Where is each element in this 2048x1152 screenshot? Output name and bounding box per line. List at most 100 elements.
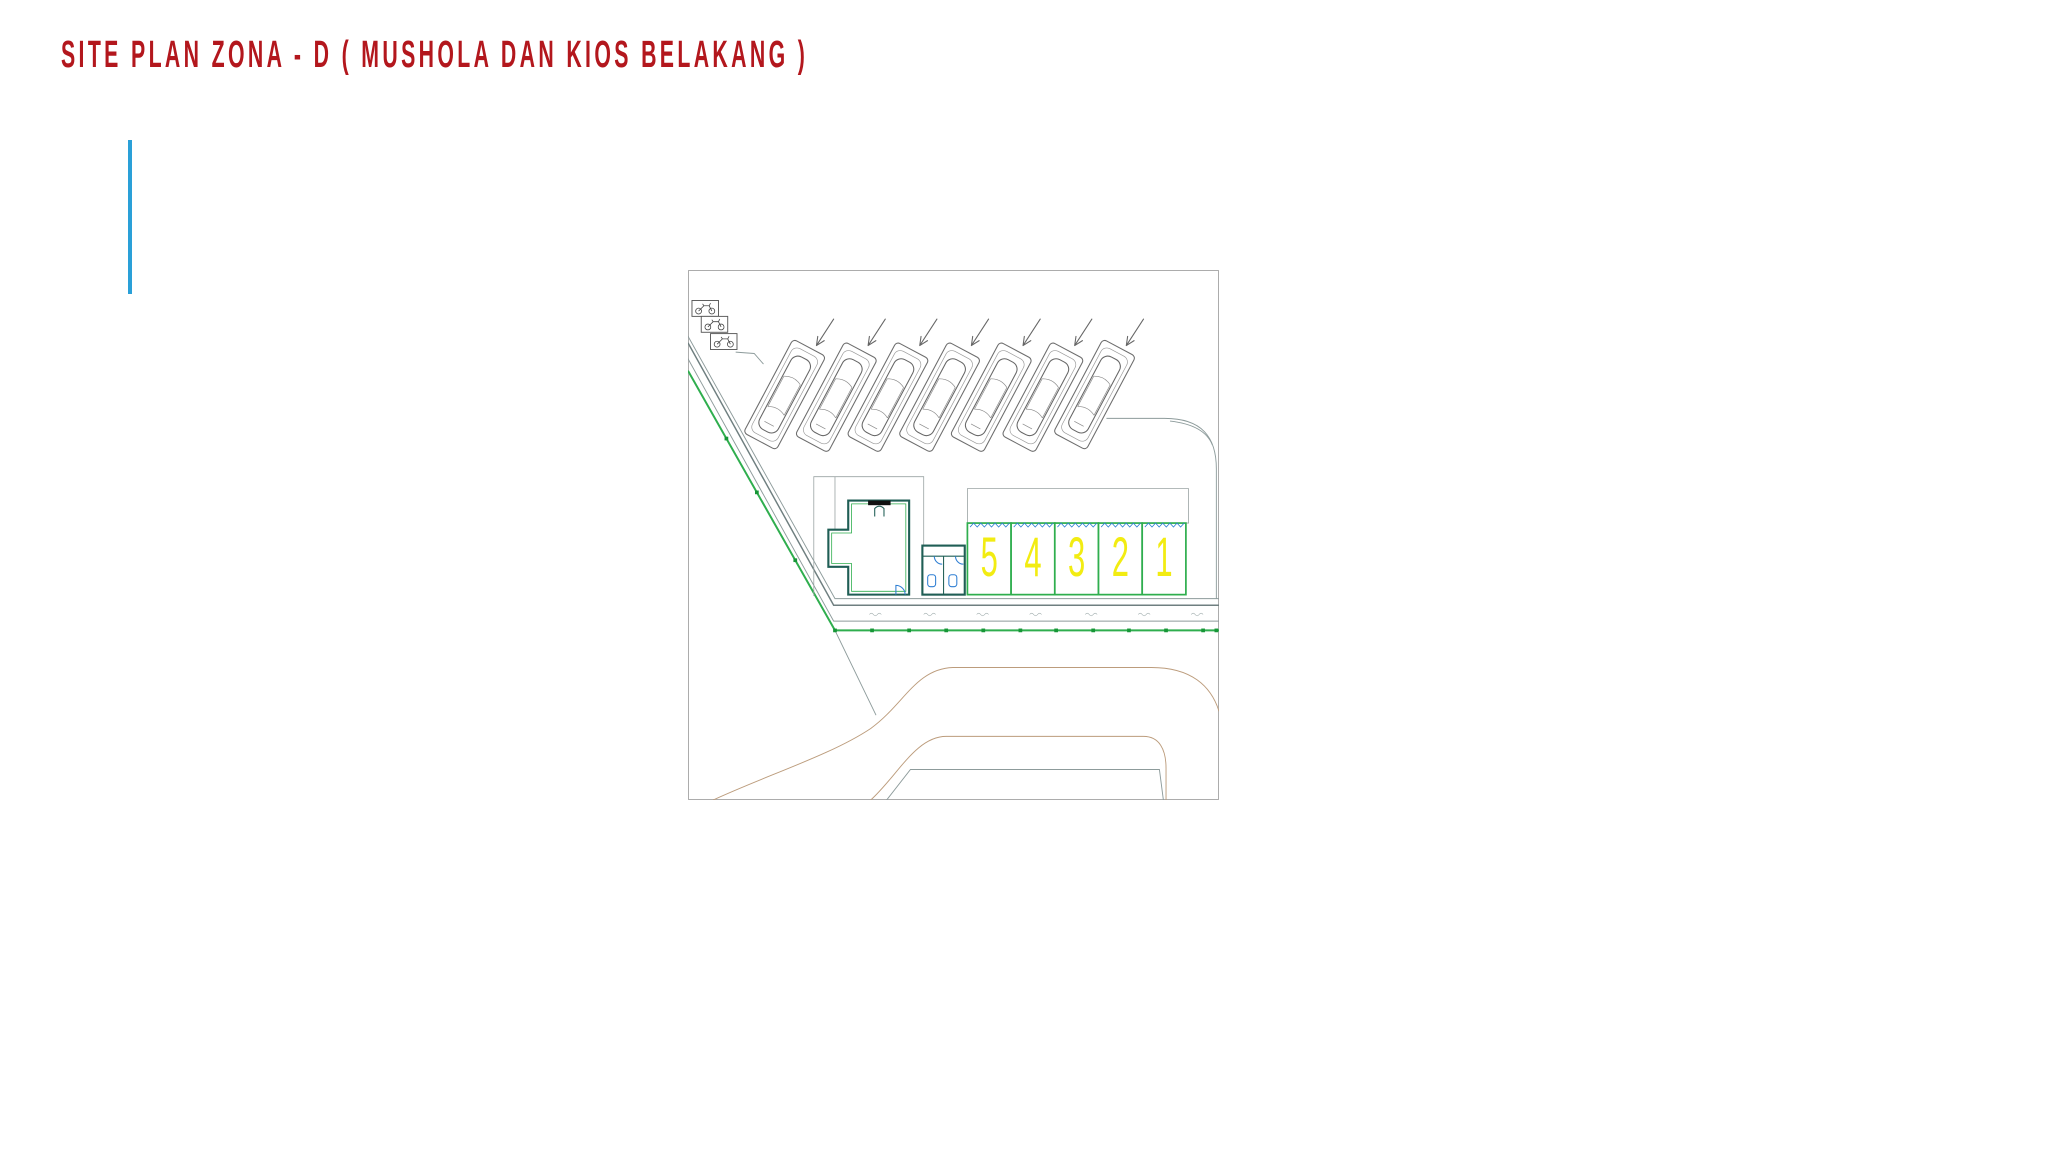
accent-bar bbox=[128, 140, 132, 294]
arrow-shape bbox=[1125, 318, 1145, 347]
fence-post bbox=[1127, 628, 1131, 633]
kiosk-front bbox=[1144, 522, 1185, 528]
road-edge-line bbox=[688, 336, 1219, 600]
kiosk-unit: 2 bbox=[1097, 522, 1144, 596]
motorcycle-frame bbox=[698, 302, 713, 312]
mushola-wall bbox=[827, 499, 911, 596]
motorcycle-frame bbox=[707, 318, 722, 328]
kiosk-wall bbox=[1010, 522, 1056, 596]
fence-post bbox=[1214, 628, 1219, 633]
parking-slot bbox=[1002, 342, 1084, 452]
car-icon bbox=[861, 358, 915, 437]
fence-post bbox=[793, 558, 798, 563]
dimension-mark bbox=[1190, 612, 1204, 617]
road-edge-line bbox=[688, 358, 1219, 622]
parking-slot bbox=[899, 342, 980, 452]
kiosk-front bbox=[1013, 522, 1054, 528]
arrow-shape bbox=[1022, 318, 1041, 347]
mushola-lot-line bbox=[813, 476, 925, 596]
dimension-mark bbox=[869, 612, 882, 617]
car-detail bbox=[867, 378, 904, 430]
kiosk-lot-line bbox=[967, 488, 1189, 524]
car-icon bbox=[809, 358, 863, 437]
dimension-mark bbox=[1029, 612, 1042, 617]
arrow-shape bbox=[867, 318, 886, 347]
kiosk-number: 5 bbox=[981, 526, 998, 588]
arrow-down-left-icon bbox=[970, 318, 990, 347]
car-body bbox=[1016, 358, 1070, 437]
parking-slot bbox=[744, 339, 826, 450]
wheel bbox=[704, 323, 712, 331]
mihrab bbox=[868, 500, 891, 506]
fence-post bbox=[944, 628, 949, 633]
kiosk-front bbox=[1057, 522, 1098, 528]
car-detail bbox=[764, 375, 801, 427]
motorcycle-slot bbox=[710, 333, 738, 350]
arrow-down-left-icon bbox=[867, 318, 886, 347]
toilet-icon bbox=[948, 574, 958, 588]
road-edge-line bbox=[1106, 417, 1217, 599]
wheel bbox=[727, 340, 734, 348]
motorcycle-parking bbox=[691, 300, 738, 350]
parking-slot-inner bbox=[1009, 350, 1077, 445]
car-detail bbox=[919, 378, 956, 430]
road-lines bbox=[688, 336, 1219, 800]
parking-slot-inner bbox=[803, 350, 870, 445]
parking-slot-inner bbox=[751, 347, 818, 442]
car-body bbox=[809, 358, 863, 437]
door-icon bbox=[895, 584, 906, 595]
wheel bbox=[695, 307, 702, 315]
car-parking bbox=[744, 339, 1135, 452]
contour-lines bbox=[712, 667, 1219, 800]
kiosk-number: 2 bbox=[1112, 526, 1129, 588]
car-icon bbox=[964, 358, 1018, 437]
kiosk-unit: 3 bbox=[1053, 522, 1100, 596]
arrow-down-left-icon bbox=[1125, 318, 1145, 347]
parking-slot-inner bbox=[958, 350, 1025, 445]
site-plan-drawing: 5 4 3 2 1 bbox=[688, 270, 1219, 800]
kiosk-wall bbox=[1097, 522, 1144, 596]
car-body bbox=[861, 358, 915, 437]
kiosk-number: 1 bbox=[1155, 526, 1172, 588]
parking-slot-inner bbox=[854, 350, 922, 445]
dimension-mark bbox=[1137, 612, 1151, 617]
car-detail bbox=[970, 378, 1008, 430]
car-body bbox=[913, 358, 966, 437]
car-icon bbox=[1068, 355, 1121, 434]
dimension-mark bbox=[1085, 612, 1098, 617]
arrow-down-left-icon bbox=[1074, 318, 1093, 347]
fence-post bbox=[1164, 628, 1168, 633]
mihrab-niche bbox=[874, 505, 885, 517]
car-icon bbox=[1016, 358, 1070, 437]
parking-slot bbox=[795, 342, 877, 452]
fence-post bbox=[981, 628, 986, 633]
kiosk-unit: 1 bbox=[1141, 522, 1187, 596]
kiosk-number: 3 bbox=[1068, 526, 1085, 588]
parking-slot bbox=[1054, 339, 1135, 450]
fence-post bbox=[755, 490, 759, 495]
parking-slot-inner bbox=[906, 350, 973, 445]
toilet-block bbox=[921, 544, 966, 596]
dimension-mark bbox=[923, 612, 936, 617]
car-icon bbox=[758, 355, 812, 434]
parking-slot bbox=[950, 342, 1032, 452]
kiosk-row: 5 4 3 2 1 bbox=[966, 522, 1187, 596]
mushola-building bbox=[827, 499, 911, 596]
motorcycle-icon bbox=[691, 300, 719, 317]
motorcycle-icon bbox=[700, 315, 729, 333]
kiosk-wall bbox=[1053, 522, 1100, 596]
arrow-shape bbox=[919, 318, 938, 347]
kiosk-number: 4 bbox=[1024, 526, 1041, 588]
door-icon bbox=[954, 556, 964, 565]
motorcycle-icon bbox=[710, 333, 738, 350]
arrow-shape bbox=[970, 318, 990, 347]
door-icon bbox=[933, 556, 943, 565]
wheel bbox=[713, 340, 721, 348]
wheel bbox=[708, 307, 716, 315]
arrow-down-left-icon bbox=[1022, 318, 1041, 347]
lot-outlines bbox=[813, 476, 1189, 596]
road-edge-line bbox=[688, 342, 1219, 606]
motorcycle-slot bbox=[700, 315, 729, 333]
kiosk-front bbox=[969, 522, 1010, 528]
toilet-icon bbox=[927, 574, 937, 588]
